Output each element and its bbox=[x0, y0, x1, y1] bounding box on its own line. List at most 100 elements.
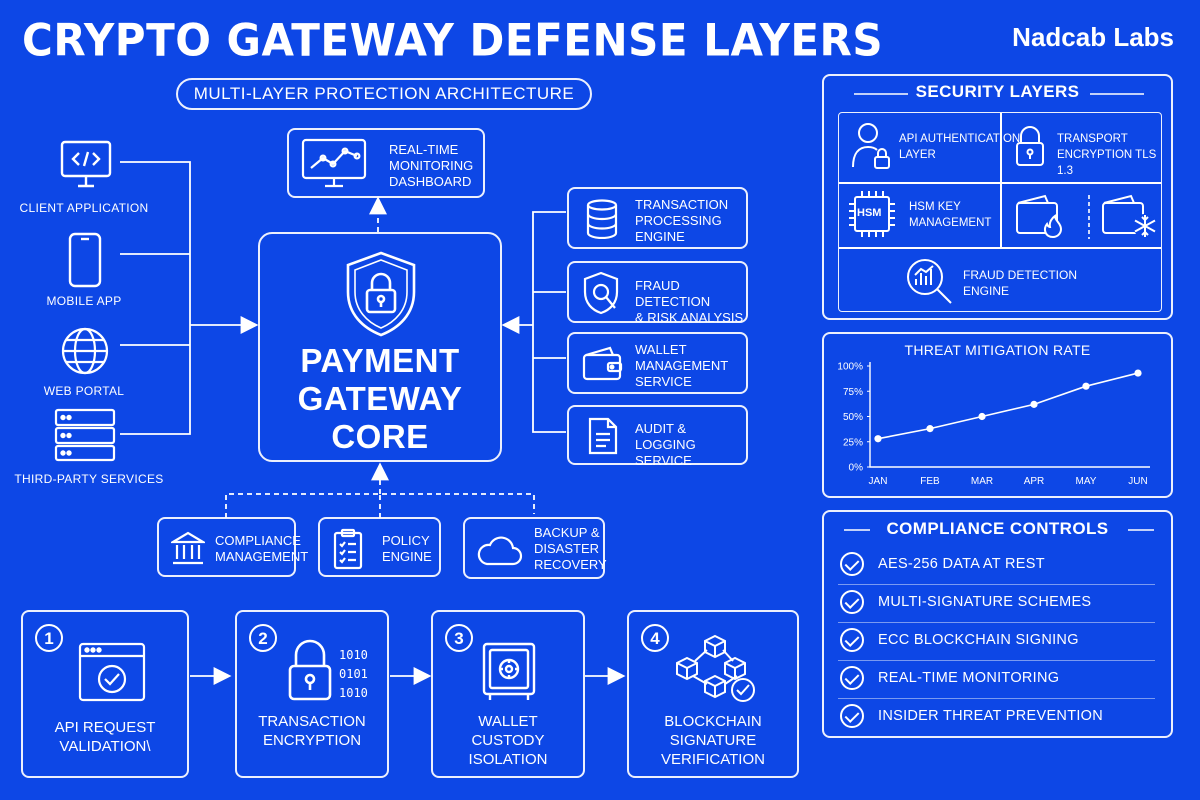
code-monitor-icon bbox=[60, 140, 112, 190]
check-circle-icon bbox=[840, 666, 864, 690]
data-point bbox=[874, 435, 882, 443]
core-label-line3: CORE bbox=[331, 418, 429, 455]
bank-icon bbox=[171, 531, 205, 567]
support-label: POLICY ENGINE bbox=[382, 533, 432, 564]
security-item-label: API AUTHENTICATION LAYER bbox=[899, 133, 1021, 161]
cold-wallet-icon bbox=[1101, 193, 1159, 241]
core-label-line2: GATEWAY bbox=[297, 380, 463, 417]
vault-icon bbox=[482, 642, 536, 702]
data-point bbox=[926, 425, 934, 433]
subtitle-pill: MULTI-LAYER PROTECTION ARCHITECTURE bbox=[176, 78, 592, 110]
padlock-icon bbox=[1015, 125, 1045, 167]
compliance-controls-title: COMPLIANCE CONTROLS bbox=[886, 519, 1109, 538]
x-tick-label: FEB bbox=[920, 476, 940, 487]
chart-title: THREAT MITIGATION RATE bbox=[904, 342, 1091, 358]
service-label: TRANSACTION PROCESSING ENGINE bbox=[635, 197, 729, 244]
step-label: TRANSACTION ENCRYPTION bbox=[258, 713, 366, 749]
globe-icon bbox=[60, 326, 110, 376]
smartphone-icon bbox=[68, 232, 102, 288]
compliance-item-label: ECC BLOCKCHAIN SIGNING bbox=[878, 632, 1079, 648]
step-wallet-custody-isolation: 3 WALLET CUSTODY ISOLATION bbox=[431, 610, 585, 778]
client-label-third-party-services: THIRD-PARTY SERVICES bbox=[14, 472, 164, 486]
line-chart-monitor-icon bbox=[301, 138, 367, 188]
step-number: 3 bbox=[445, 624, 473, 652]
client-label-client-application: CLIENT APPLICATION bbox=[19, 201, 149, 215]
support-compliance-management: COMPLIANCE MANAGEMENT bbox=[157, 517, 308, 577]
series-line bbox=[877, 372, 1139, 440]
database-icon bbox=[585, 199, 619, 239]
security-item-label: FRAUD DETECTION ENGINE bbox=[963, 268, 1077, 298]
support-label: COMPLIANCE MANAGEMENT bbox=[215, 533, 309, 564]
compliance-item-label: MULTI-SIGNATURE SCHEMES bbox=[878, 594, 1092, 610]
x-tick-label: APR bbox=[1024, 476, 1045, 487]
service-label: AUDIT & LOGGING SERVICE bbox=[635, 421, 696, 468]
padlock-icon bbox=[287, 638, 333, 702]
threat-mitigation-chart-panel: THREAT MITIGATION RATE 0%25%50%75%100%JA… bbox=[822, 332, 1173, 498]
step-api-request-validation: 1 API REQUEST VALIDATION\ bbox=[21, 610, 189, 778]
compliance-item-label: REAL-TIME MONITORING bbox=[878, 670, 1060, 686]
compliance-item-label: AES-256 DATA AT REST bbox=[878, 556, 1045, 572]
page-title: CRYPTO GATEWAY DEFENSE LAYERS bbox=[22, 14, 884, 67]
compliance-controls-panel: COMPLIANCE CONTROLS AES-256 DATA AT REST… bbox=[822, 510, 1173, 738]
shield-lock-icon bbox=[344, 250, 418, 338]
data-point bbox=[1134, 369, 1142, 377]
step-blockchain-signature-verification: 4 BLOCKCHAIN SIGNATURE VERIFICATION bbox=[627, 610, 799, 778]
server-icon bbox=[54, 408, 116, 462]
step-label: WALLET CUSTODY ISOLATION bbox=[468, 713, 548, 768]
y-tick-label: 100% bbox=[837, 362, 863, 373]
step-label: API REQUEST VALIDATION\ bbox=[54, 719, 156, 755]
step-number: 1 bbox=[35, 624, 63, 652]
x-tick-label: JUN bbox=[1128, 476, 1147, 487]
security-grid: API AUTHENTICATION LAYER TRANSPORT ENCRY… bbox=[838, 112, 1162, 312]
service-audit-logging: AUDIT & LOGGING SERVICE bbox=[567, 405, 748, 468]
data-point bbox=[1030, 400, 1038, 408]
header-rule bbox=[854, 93, 1144, 95]
payment-gateway-core: PAYMENT GATEWAY CORE bbox=[258, 232, 502, 462]
wallet-icon bbox=[582, 346, 624, 382]
service-transaction-processing: TRANSACTION PROCESSING ENGINE bbox=[567, 187, 748, 249]
security-item-label: HSM KEY MANAGEMENT bbox=[909, 201, 992, 229]
cloud-icon bbox=[475, 535, 523, 567]
step-number: 2 bbox=[249, 624, 277, 652]
step-number: 4 bbox=[641, 624, 669, 652]
compliance-item: AES-256 DATA AT REST bbox=[838, 546, 1155, 585]
compliance-item: INSIDER THREAT PREVENTION bbox=[838, 698, 1155, 736]
brand-logo: Nadcab Labs bbox=[1012, 22, 1174, 52]
client-label-web-portal: WEB PORTAL bbox=[43, 384, 125, 398]
binary-text: 1010 0101 1010 bbox=[339, 648, 368, 700]
check-circle-icon bbox=[840, 552, 864, 576]
monitoring-label: REAL-TIME MONITORING DASHBOARD bbox=[389, 142, 474, 189]
shield-search-icon bbox=[583, 270, 623, 316]
x-tick-label: MAR bbox=[971, 476, 993, 487]
data-point bbox=[1082, 382, 1090, 390]
user-lock-icon bbox=[851, 121, 891, 171]
clipboard-icon bbox=[333, 528, 363, 570]
document-icon bbox=[587, 416, 619, 456]
x-tick-label: MAY bbox=[1076, 476, 1097, 487]
hot-wallet-icon bbox=[1015, 193, 1071, 239]
security-item-label: TRANSPORT ENCRYPTION TLS 1.3 bbox=[1057, 133, 1157, 177]
client-label-mobile-app: MOBILE APP bbox=[46, 294, 122, 308]
compliance-item: MULTI-SIGNATURE SCHEMES bbox=[838, 584, 1155, 623]
blockchain-cubes-icon bbox=[673, 632, 757, 704]
check-circle-icon bbox=[840, 628, 864, 652]
service-label: WALLET MANAGEMENT SERVICE bbox=[635, 342, 729, 389]
security-layers-panel: SECURITY LAYERS API AUTHENTICATION LAYER… bbox=[822, 74, 1173, 320]
check-circle-icon bbox=[840, 590, 864, 614]
support-policy-engine: POLICY ENGINE bbox=[318, 517, 441, 577]
hsm-chip-text: HSM bbox=[857, 207, 882, 219]
service-label: FRAUD DETECTION & RISK ANALYSIS bbox=[635, 278, 744, 325]
check-circle-icon bbox=[840, 704, 864, 728]
security-layers-title: SECURITY LAYERS bbox=[915, 82, 1080, 101]
compliance-item-label: INSIDER THREAT PREVENTION bbox=[878, 708, 1104, 724]
service-wallet-management: WALLET MANAGEMENT SERVICE bbox=[567, 332, 748, 394]
support-backup-recovery: BACKUP & DISASTER RECOVERY bbox=[463, 517, 607, 579]
data-point bbox=[978, 412, 986, 421]
step-transaction-encryption: 2 1010 0101 1010 TRANSACTION ENCRYPTION bbox=[235, 610, 389, 778]
connector-lines bbox=[120, 161, 626, 685]
chart-axes bbox=[869, 362, 1150, 468]
header-rule bbox=[844, 529, 1154, 531]
service-fraud-detection: FRAUD DETECTION & RISK ANALYSIS bbox=[567, 261, 748, 325]
step-label: BLOCKCHAIN SIGNATURE VERIFICATION bbox=[661, 713, 765, 768]
